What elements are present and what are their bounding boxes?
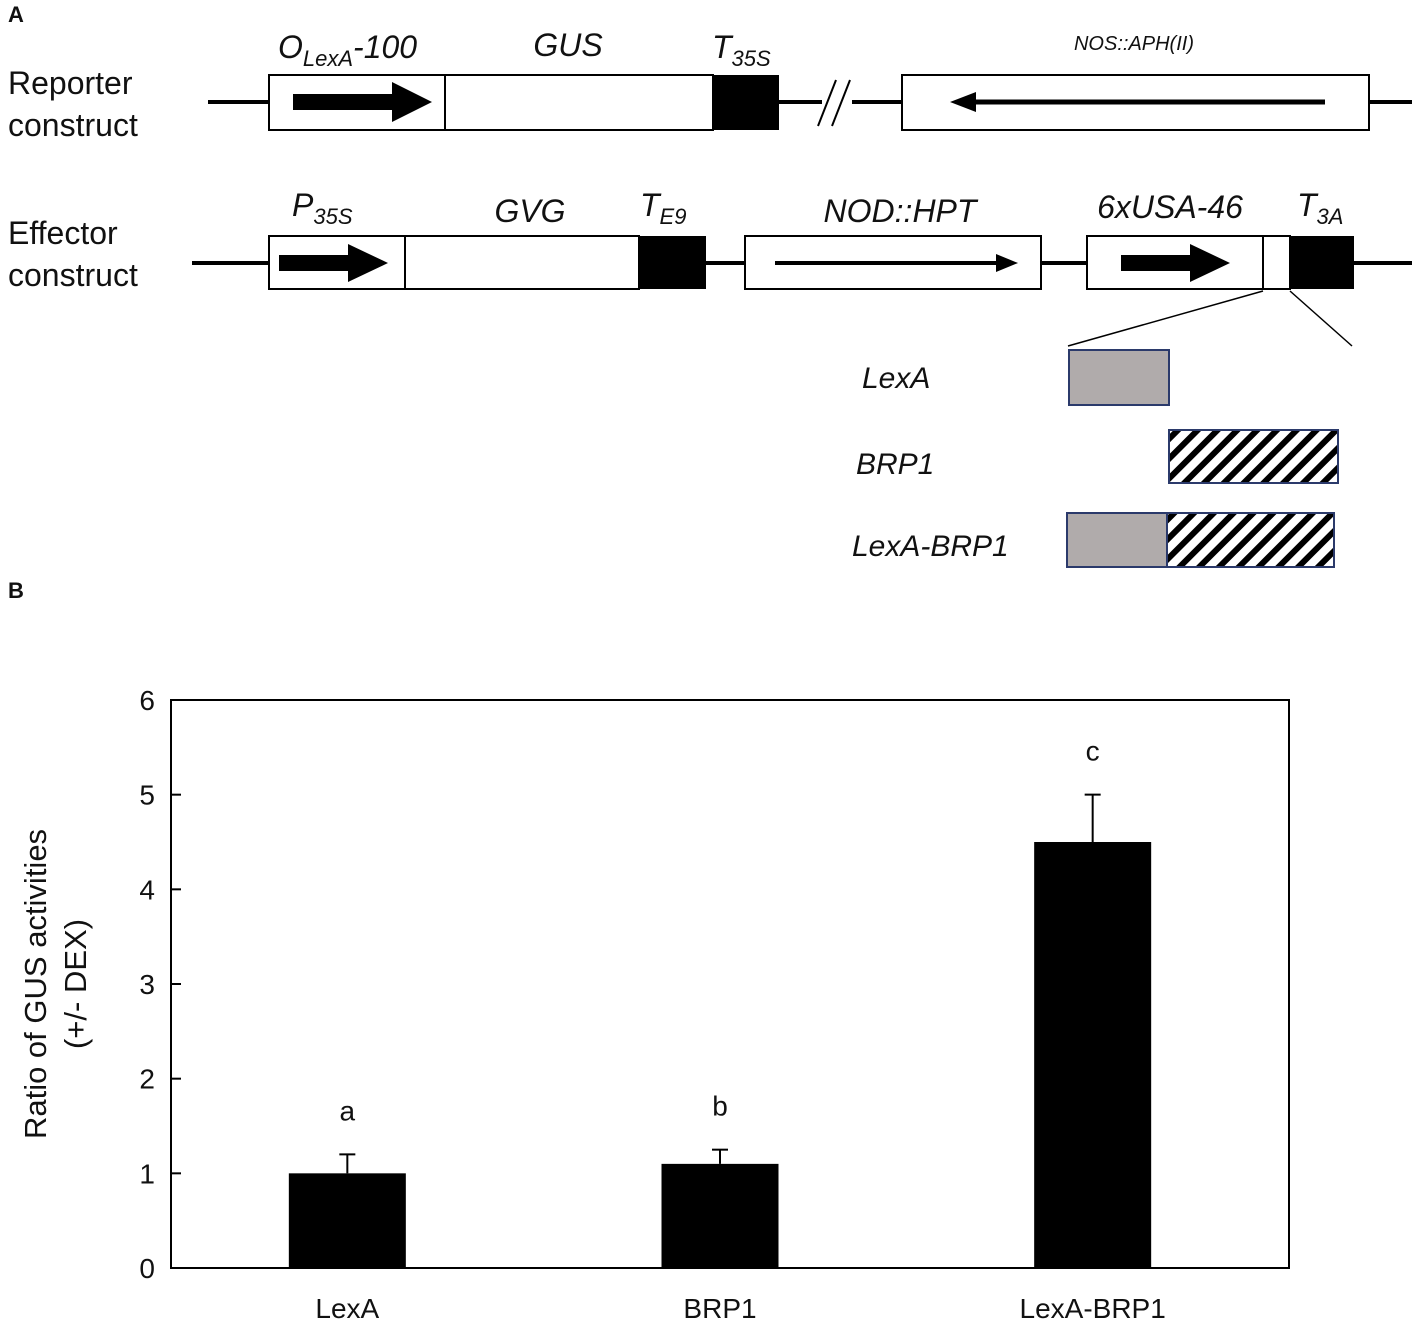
fusion-lexa-box bbox=[1066, 512, 1168, 568]
nod-hpt-arrowhead bbox=[996, 254, 1018, 272]
reporter-row-label-1: Reporter bbox=[8, 65, 133, 101]
bar-brp1 bbox=[661, 1163, 779, 1268]
gvg-label: GVG bbox=[494, 193, 565, 229]
olexa-label: OLexA-100 bbox=[278, 29, 417, 71]
usa46-label: 6xUSA-46 bbox=[1097, 189, 1243, 225]
y-tick-label: 6 bbox=[139, 685, 155, 716]
p35s-arrow bbox=[279, 244, 388, 282]
fusion-brp1-box bbox=[1166, 512, 1335, 568]
zoom-line-left bbox=[1067, 290, 1264, 347]
x-tick-label: LexA bbox=[315, 1293, 379, 1324]
t35s-label: T35S bbox=[712, 29, 771, 71]
significance-letter: c bbox=[1086, 736, 1100, 767]
x-axis-labels: LexA BRP1 LexA-BRP1 bbox=[315, 1293, 1165, 1324]
promoter-arrow bbox=[293, 82, 432, 122]
panel-a: A Reporter construct OLexA-100 GUS T35S … bbox=[8, 2, 1412, 568]
insert-variants: LexA BRP1 LexA-BRP1 bbox=[852, 349, 1339, 568]
insert-label-lexa: LexA bbox=[862, 362, 930, 395]
panel-b: B 0 1 2 3 4 5 6 a b c LexA BRP1 LexA-BRP1 Ratio of… bbox=[8, 578, 1290, 1324]
y-tick-label: 3 bbox=[139, 969, 155, 1000]
significance-letter: a bbox=[340, 1095, 356, 1126]
effector-row-label-1: Effector bbox=[8, 215, 118, 251]
x-tick-label: LexA-BRP1 bbox=[1020, 1293, 1166, 1324]
y-axis-ticks: 0 1 2 3 4 5 6 bbox=[139, 685, 181, 1284]
gvg-box bbox=[404, 235, 640, 290]
bar-lexa bbox=[288, 1173, 406, 1268]
panel-a-label: A bbox=[8, 2, 24, 27]
lexa-domain-box bbox=[1068, 349, 1170, 406]
y-tick-label: 0 bbox=[139, 1253, 155, 1284]
x-tick-label: BRP1 bbox=[683, 1293, 756, 1324]
gus-label: GUS bbox=[533, 27, 602, 63]
brp1-domain-box bbox=[1168, 429, 1339, 484]
t35s-terminator-box bbox=[713, 75, 779, 130]
t3a-label: T3A bbox=[1297, 187, 1343, 229]
effector-construct: Effector construct P35S GVG TE9 NOD::HPT… bbox=[8, 187, 1412, 347]
te9-terminator-box bbox=[639, 236, 706, 289]
t3a-terminator-box bbox=[1290, 236, 1354, 289]
y-axis-label-line1: Ratio of GUS activities bbox=[18, 829, 53, 1139]
backbone-break-mark-2 bbox=[831, 79, 851, 127]
bar-lexa-brp1 bbox=[1034, 842, 1152, 1268]
y-tick-label: 5 bbox=[139, 780, 155, 811]
insert-label-lexa-brp1: LexA-BRP1 bbox=[852, 530, 1009, 563]
reporter-construct: Reporter construct OLexA-100 GUS T35S NO… bbox=[8, 27, 1412, 143]
gus-box bbox=[444, 74, 714, 131]
te9-label: TE9 bbox=[640, 187, 686, 229]
y-tick-label: 2 bbox=[139, 1064, 155, 1095]
p35s-label: P35S bbox=[292, 187, 353, 229]
nod-hpt-label: NOD::HPT bbox=[824, 193, 979, 229]
y-axis-label: Ratio of GUS activities (+/- DEX) bbox=[18, 829, 93, 1139]
y-tick-label: 1 bbox=[139, 1158, 155, 1189]
bar-chart: 0 1 2 3 4 5 6 a b c LexA BRP1 LexA-BRP1 Ratio of G… bbox=[18, 685, 1290, 1324]
bars: a b c bbox=[288, 736, 1152, 1268]
reporter-row-label-2: construct bbox=[8, 107, 138, 143]
backbone-break-mark bbox=[817, 79, 837, 127]
zoom-line-right bbox=[1289, 290, 1353, 347]
nos-aph-label: NOS::APH(II) bbox=[1074, 33, 1194, 55]
usa46-arrow bbox=[1121, 244, 1230, 282]
y-tick-label: 4 bbox=[139, 874, 155, 905]
panel-b-label: B bbox=[8, 578, 24, 603]
effector-row-label-2: construct bbox=[8, 257, 138, 293]
insert-site-box bbox=[1262, 235, 1291, 290]
nos-aph-arrowhead bbox=[950, 92, 976, 112]
insert-label-brp1: BRP1 bbox=[856, 448, 934, 481]
significance-letter: b bbox=[712, 1091, 728, 1122]
y-axis-label-line2: (+/- DEX) bbox=[58, 919, 93, 1049]
